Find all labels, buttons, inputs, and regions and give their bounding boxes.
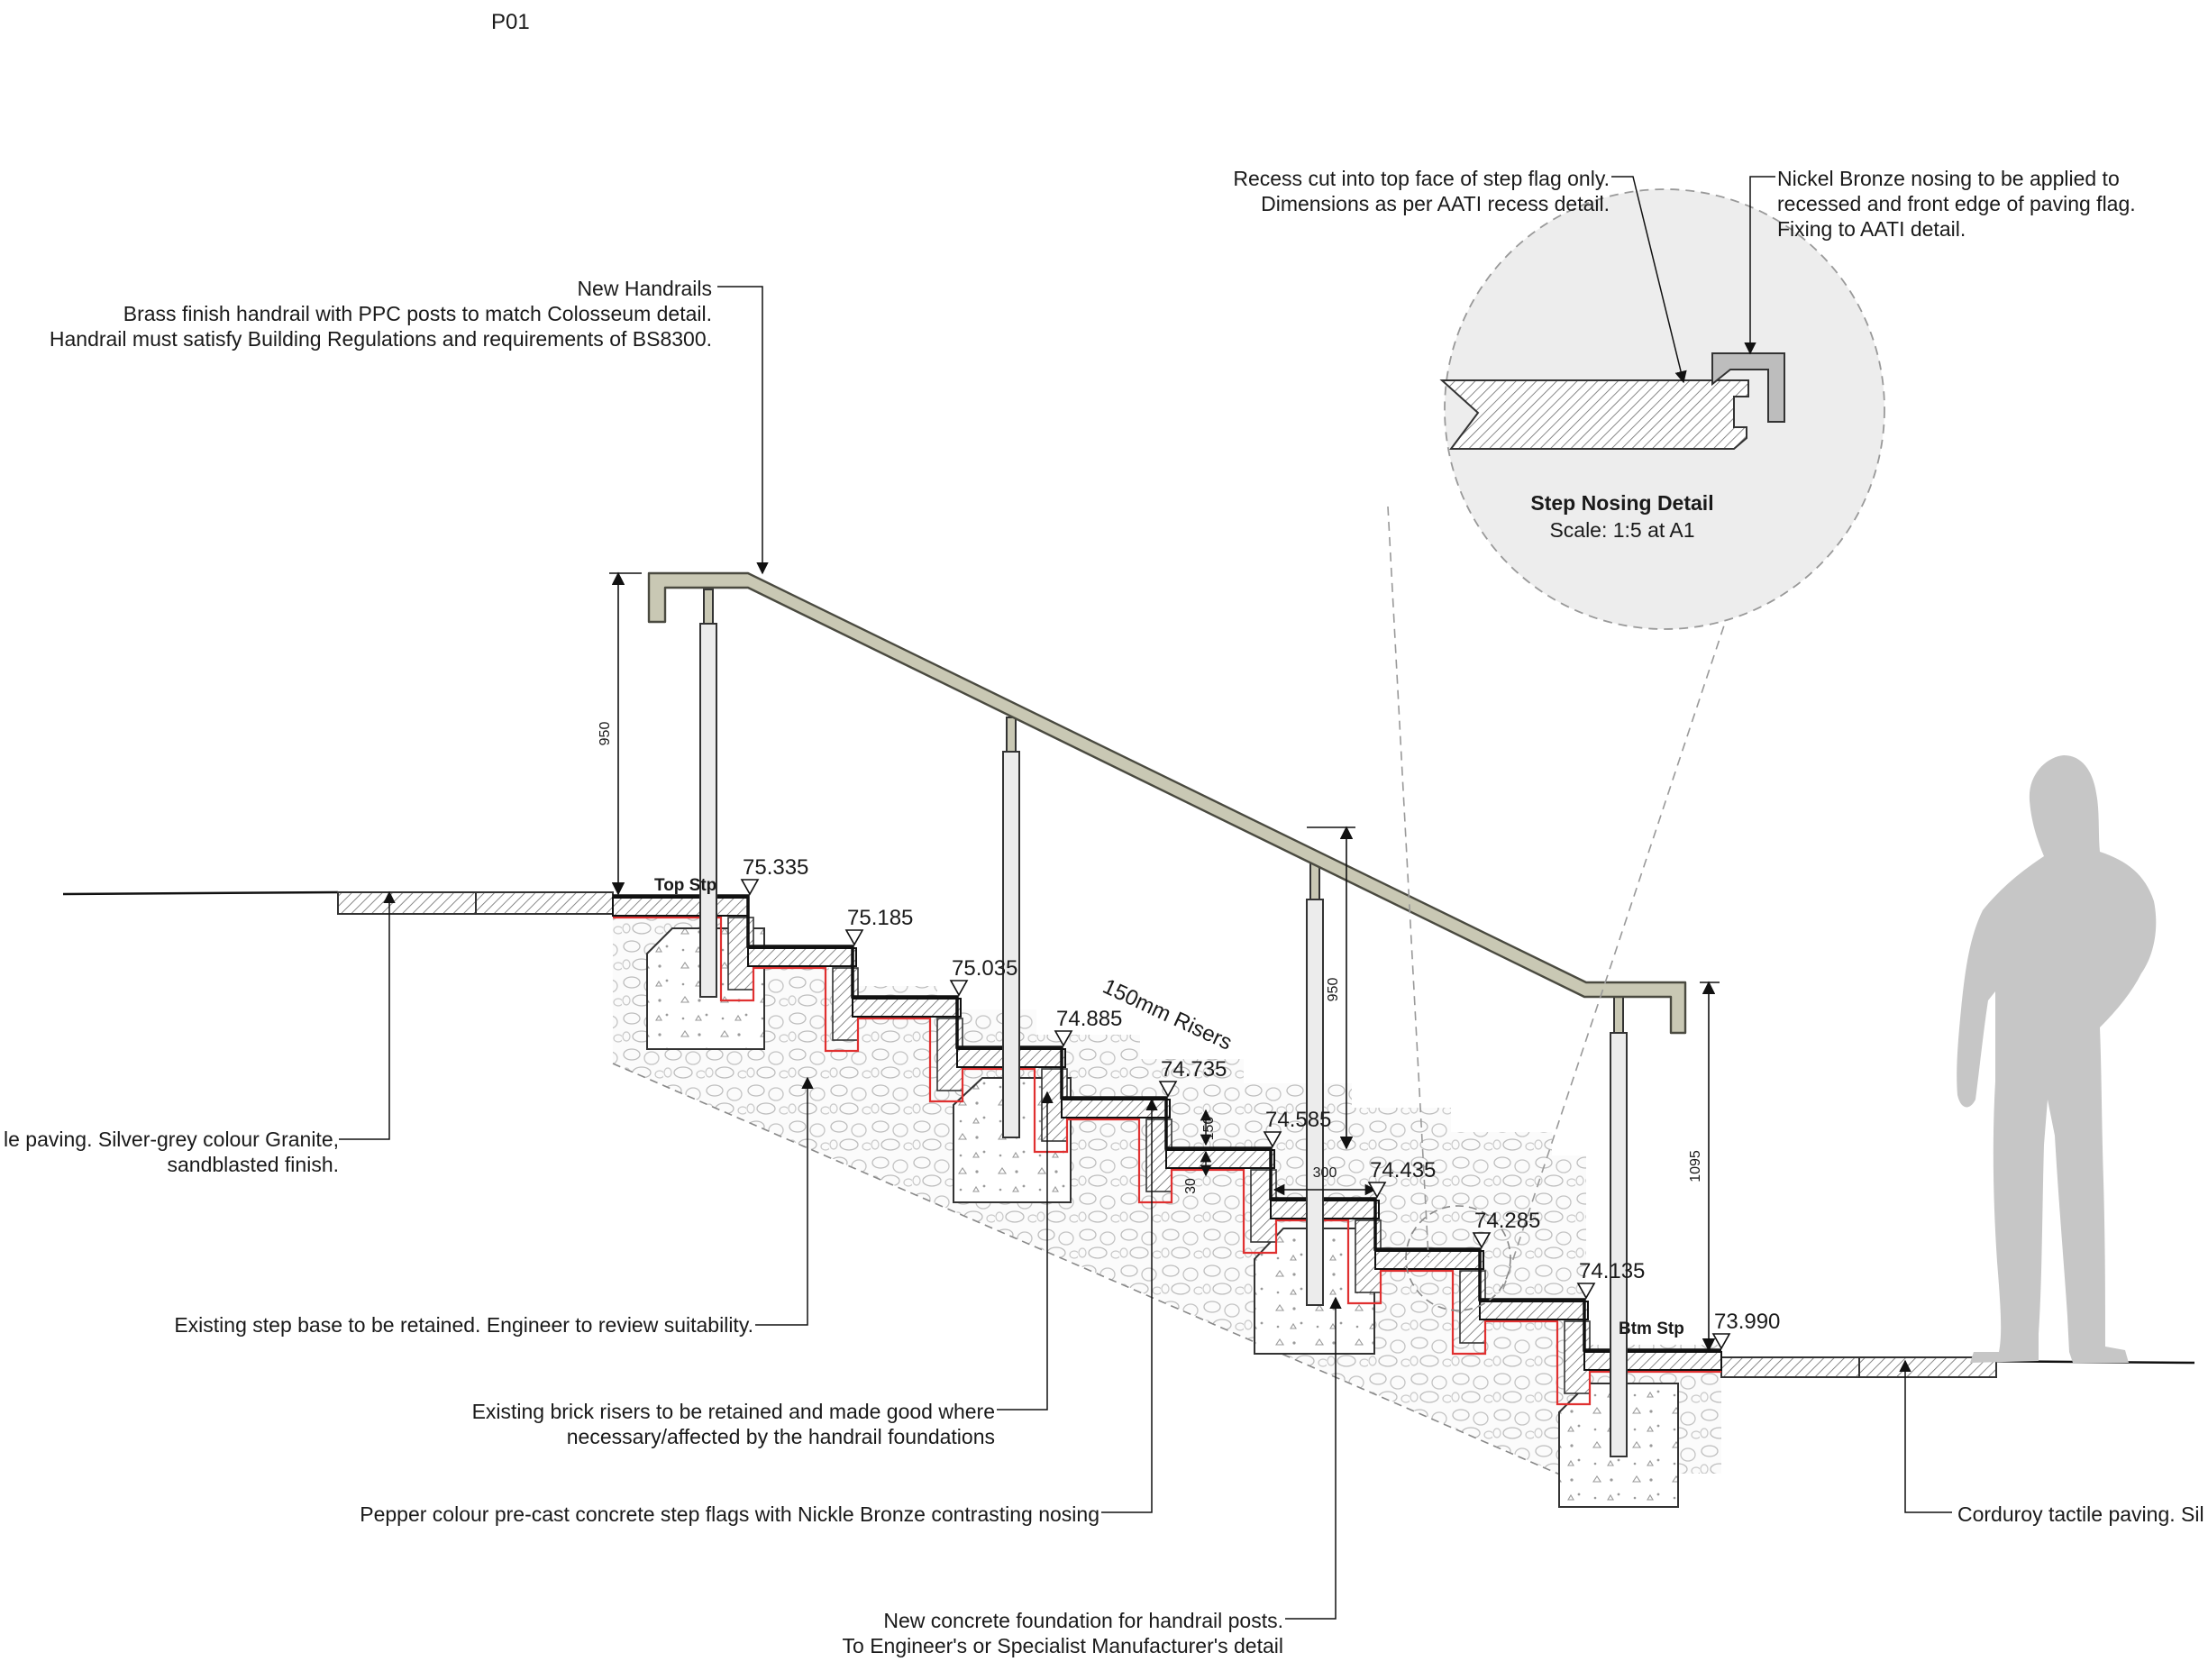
level-marker-triangle: [1158, 1081, 1178, 1098]
level-markers: 75.335 75.185 75.035 74.885 74.735 74.585 74.4…: [740, 855, 1780, 1350]
note-foundation-1: New concrete foundation for handrail pos…: [883, 1609, 1283, 1632]
level-marker-triangle: [1472, 1232, 1492, 1249]
leader-step-base: [755, 1076, 814, 1326]
leader-foundation: [1285, 1296, 1342, 1620]
note-recess-2: Dimensions as per AATI recess detail.: [1261, 192, 1610, 215]
note-nosing-2: recessed and front edge of paving flag.: [1777, 192, 2136, 215]
level-marker-triangle: [1711, 1333, 1731, 1350]
note-nosing-3: Fixing to AATI detail.: [1777, 217, 1966, 241]
svg-text:950: 950: [1326, 978, 1341, 1002]
level-value: 75.335: [743, 855, 808, 880]
detail-title: Step Nosing Detail: [1530, 491, 1713, 515]
leader-nosing: [1744, 176, 1775, 355]
level-value: 74.585: [1265, 1108, 1331, 1132]
level-value: 75.035: [952, 956, 1017, 981]
dim-recess-30: 30: [1183, 1150, 1212, 1194]
svg-text:150: 150: [1201, 1117, 1217, 1141]
note-paving-left-1: le paving. Silver-grey colour Granite,: [4, 1128, 339, 1151]
step-profile: [613, 894, 1721, 1352]
svg-text:1095: 1095: [1688, 1150, 1703, 1182]
note-recess-1: Recess cut into top face of step flag on…: [1233, 167, 1610, 190]
leader-handrail: [717, 286, 769, 575]
level-value: 73.990: [1714, 1310, 1780, 1334]
level-marker-triangle: [1367, 1182, 1387, 1199]
handrail-posts: [699, 623, 1628, 1457]
note-handrail-3: Handrail must satisfy Building Regulatio…: [50, 327, 712, 351]
svg-text:30: 30: [1183, 1178, 1199, 1194]
detail-paving-flag: [1439, 379, 1749, 450]
handrail: [647, 571, 1687, 1035]
level-marker-triangle: [1576, 1283, 1596, 1300]
level-value: 74.285: [1474, 1209, 1540, 1233]
bottom-step-label: Btm Stp: [1619, 1319, 1684, 1338]
svg-text:950: 950: [598, 722, 613, 746]
dim-1095-bottom: 1095: [1688, 981, 1720, 1352]
leader-step-flags: [1101, 1098, 1158, 1513]
note-handrail-2: Brass finish handrail with PPC posts to …: [123, 302, 712, 325]
note-brick-risers-1: Existing brick risers to be retained and…: [472, 1400, 995, 1423]
note-step-base: Existing step base to be retained. Engin…: [174, 1313, 753, 1337]
note-brick-risers-2: necessary/affected by the handrail found…: [567, 1425, 995, 1448]
detail-scale: Scale: 1:5 at A1: [1549, 518, 1694, 542]
step-nosing-detail: Step Nosing Detail Scale: 1:5 at A1: [1439, 188, 1885, 630]
dim-riser-150: 150: [1200, 1109, 1217, 1146]
note-step-flags: Pepper colour pre-cast concrete step fla…: [360, 1502, 1099, 1526]
level-value: 75.185: [847, 906, 913, 930]
svg-text:300: 300: [1313, 1165, 1337, 1181]
level-marker-triangle: [949, 980, 969, 997]
leader-paving-right: [1899, 1359, 1952, 1513]
level-value: 74.735: [1161, 1057, 1227, 1082]
note-foundation-2: To Engineer's or Specialist Manufacturer…: [843, 1634, 1283, 1657]
ground-line-left: [62, 890, 339, 896]
leader-paving-left: [339, 890, 396, 1140]
level-value: 74.885: [1056, 1007, 1122, 1031]
level-marker-triangle: [740, 879, 760, 896]
level-value: 74.135: [1579, 1259, 1645, 1283]
level-value: 74.435: [1370, 1158, 1436, 1182]
dim-950-top: 950: [598, 571, 642, 896]
leader-brick-risers: [997, 1091, 1054, 1411]
excavation-line: [612, 1063, 1569, 1479]
dim-950-mid: 950: [1307, 826, 1355, 1150]
red-membrane-line: [613, 916, 1721, 1406]
detail-callout-circle: [1405, 1205, 1511, 1311]
level-marker-triangle: [1054, 1030, 1073, 1047]
leader-recess: [1611, 176, 1687, 384]
top-step-label: Top Stp: [654, 876, 716, 895]
note-paving-left-2: sandblasted finish.: [167, 1153, 339, 1176]
note-handrail-1: New Handrails: [577, 277, 712, 300]
level-marker-triangle: [1263, 1131, 1282, 1148]
note-paving-right: Corduroy tactile paving. Sil: [1957, 1502, 2204, 1526]
dim-going-300: 300: [1273, 1165, 1377, 1196]
human-scale-figure: [1957, 755, 2157, 1363]
sheet-ref: P01: [491, 10, 530, 34]
note-nosing-1: Nickel Bronze nosing to be applied to: [1777, 167, 2120, 190]
level-marker-triangle: [844, 929, 864, 946]
detail-nickel-nosing: [1711, 352, 1785, 423]
